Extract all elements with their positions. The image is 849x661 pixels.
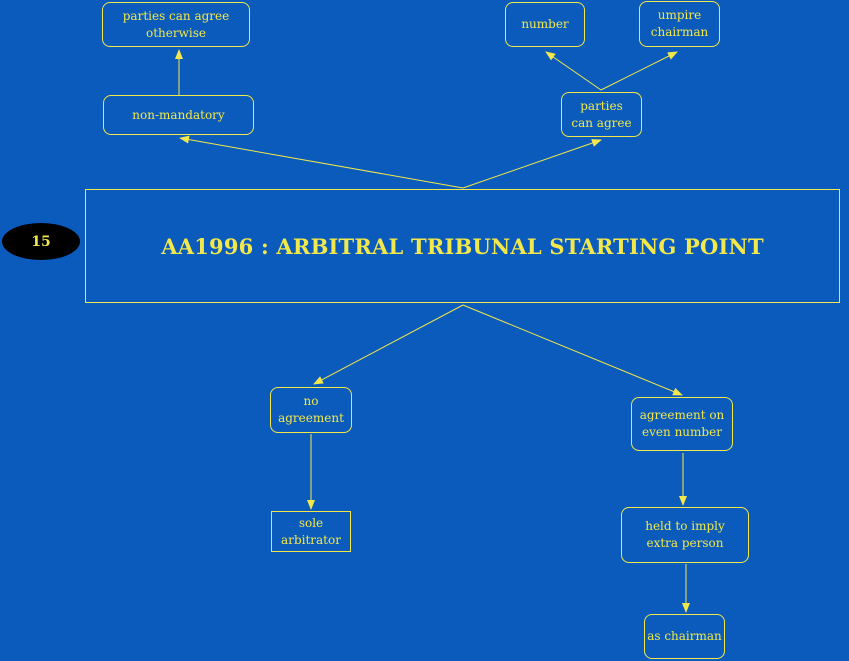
edge-parties-to-number [545,51,602,91]
edge-main-to-even-number [462,304,683,396]
node-parties-can-agree: parties can agree [561,92,642,137]
node-no-agreement: no agreement [270,387,352,433]
node-non-mandatory: non-mandatory [103,95,254,135]
node-number: number [505,2,585,47]
node-parties-agree-otherwise: parties can agree otherwise [102,2,250,47]
edge-main-to-parties-can-agree [462,139,602,189]
node-agreement-even-number: agreement on even number [631,397,733,451]
edge-parties-to-umpire [600,51,678,91]
node-as-chairman: as chairman [644,614,725,659]
edge-main-to-no-agreement [313,304,464,385]
main-title-node: AA1996 : ARBITRAL TRIBUNAL STARTING POIN… [85,189,840,303]
node-umpire-chairman: umpire chairman [639,1,720,47]
slide-number-badge: 15 [2,223,80,260]
edge-main-to-non-mandatory [179,135,464,189]
node-held-extra-person: held to imply extra person [621,507,749,563]
node-sole-arbitrator: sole arbitrator [271,511,351,552]
